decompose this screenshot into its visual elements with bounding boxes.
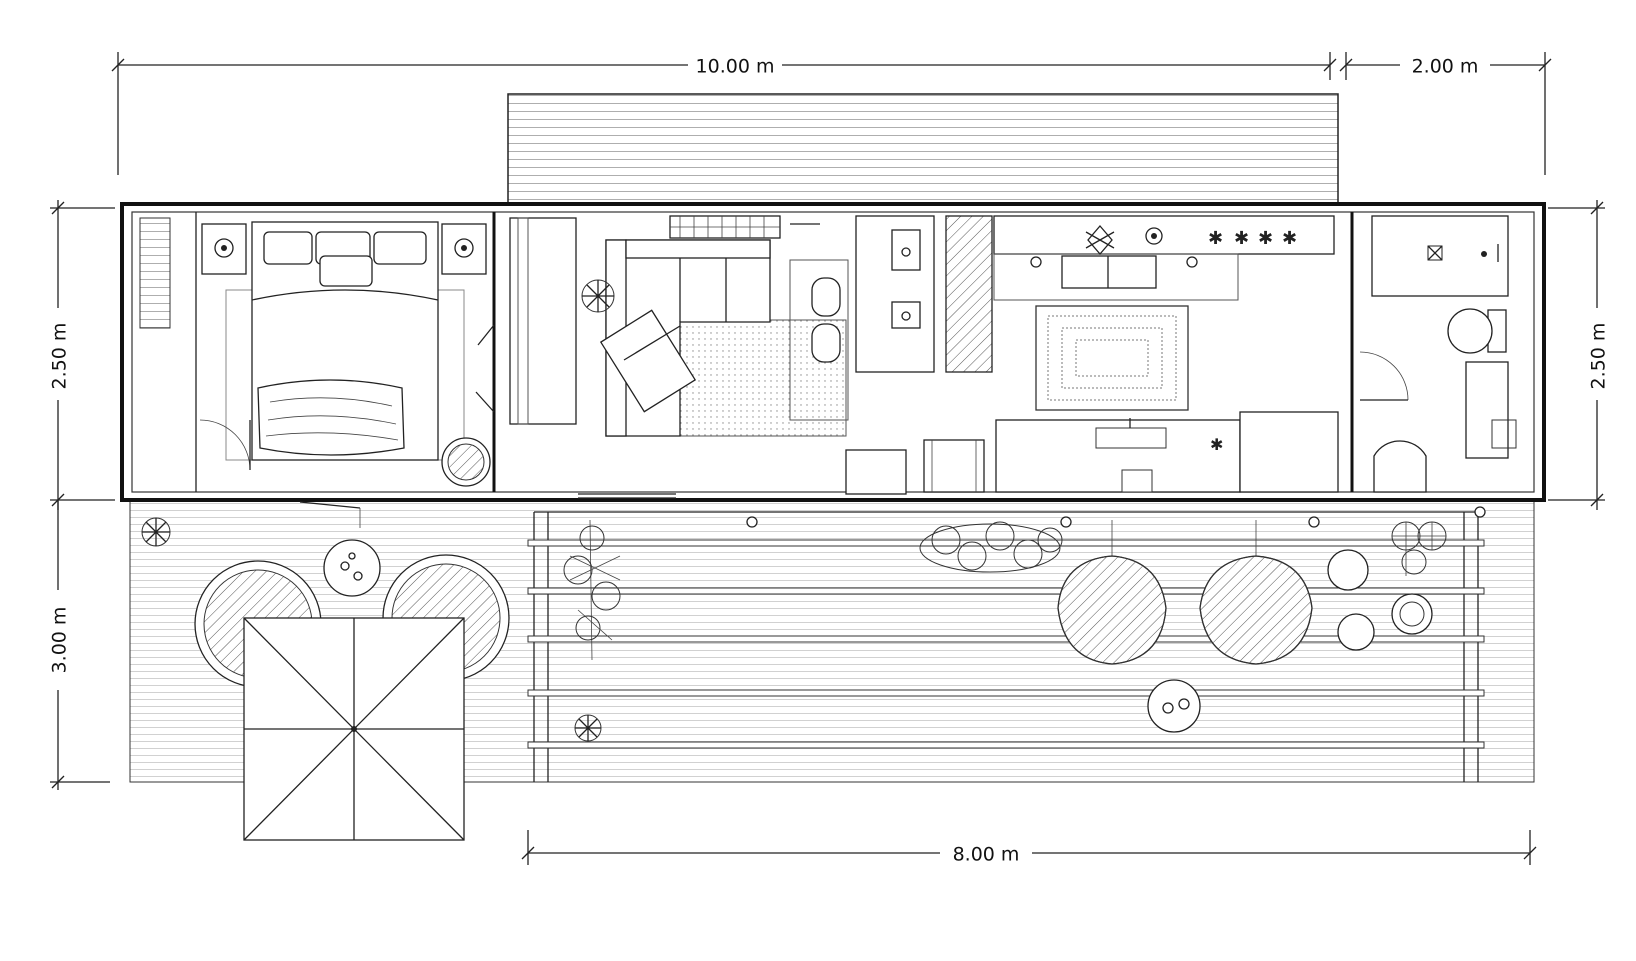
nightstand-right (441, 223, 487, 275)
hanging-chair-left (1057, 520, 1167, 665)
side-table-small (1147, 679, 1201, 733)
living-room (509, 215, 849, 437)
basin (1373, 440, 1427, 493)
shrub-cluster (919, 521, 1063, 573)
kitchen: ✱ ✱ ✱ ✱ ✱ (845, 215, 1339, 495)
faucet-icon (1145, 227, 1163, 245)
dimension-label-bottom: 8.00 m (953, 844, 1020, 866)
svg-text:✱: ✱ (1208, 228, 1223, 249)
plant-vine (563, 519, 621, 661)
dimension-right-upper: 2.50 m (1548, 200, 1610, 510)
side-table-round (323, 539, 381, 597)
svg-text:✱: ✱ (1258, 228, 1273, 249)
wall-lamps (746, 506, 1486, 528)
nightstand-left (201, 223, 247, 275)
plant-small-terrace (574, 714, 602, 742)
flower-icon (1085, 225, 1115, 255)
dimension-label-left-lower: 3.00 m (49, 607, 71, 674)
dimension-left-upper: 2.50 m (49, 200, 115, 510)
terrace (141, 501, 1486, 841)
dimension-label-top-main: 10.00 m (696, 56, 775, 78)
plant-terrace-right (1391, 521, 1447, 576)
svg-text:✱: ✱ (1234, 228, 1249, 249)
stools-terrace (1327, 549, 1433, 651)
bathroom (1359, 215, 1517, 493)
dimension-label-left-upper: 2.50 m (49, 323, 71, 390)
bed (251, 221, 439, 461)
roof-canopy (507, 93, 1339, 205)
dimension-label-top-side: 2.00 m (1412, 56, 1479, 78)
hanging-chair-right (1199, 520, 1313, 665)
lounge-chair (599, 309, 697, 413)
railing (527, 511, 1485, 782)
dimension-bottom: 8.00 m (521, 830, 1537, 866)
dimension-top-main: 10.00 m (111, 52, 1337, 175)
plant-terrace-left (141, 517, 171, 547)
bedroom (139, 217, 495, 487)
radiator (669, 215, 781, 239)
toilet (1447, 308, 1507, 354)
basket (441, 437, 491, 487)
parasol (243, 617, 465, 841)
svg-text:✱: ✱ (1210, 435, 1223, 454)
star-decor: ✱ ✱ ✱ ✱ (1208, 228, 1297, 249)
dimension-label-right-upper: 2.50 m (1588, 323, 1610, 390)
dimension-top-side: 2.00 m (1339, 52, 1552, 175)
stool-group (811, 277, 841, 363)
plant-living (581, 279, 615, 313)
dimension-left-lower: 3.00 m (49, 500, 110, 790)
svg-text:✱: ✱ (1282, 228, 1297, 249)
